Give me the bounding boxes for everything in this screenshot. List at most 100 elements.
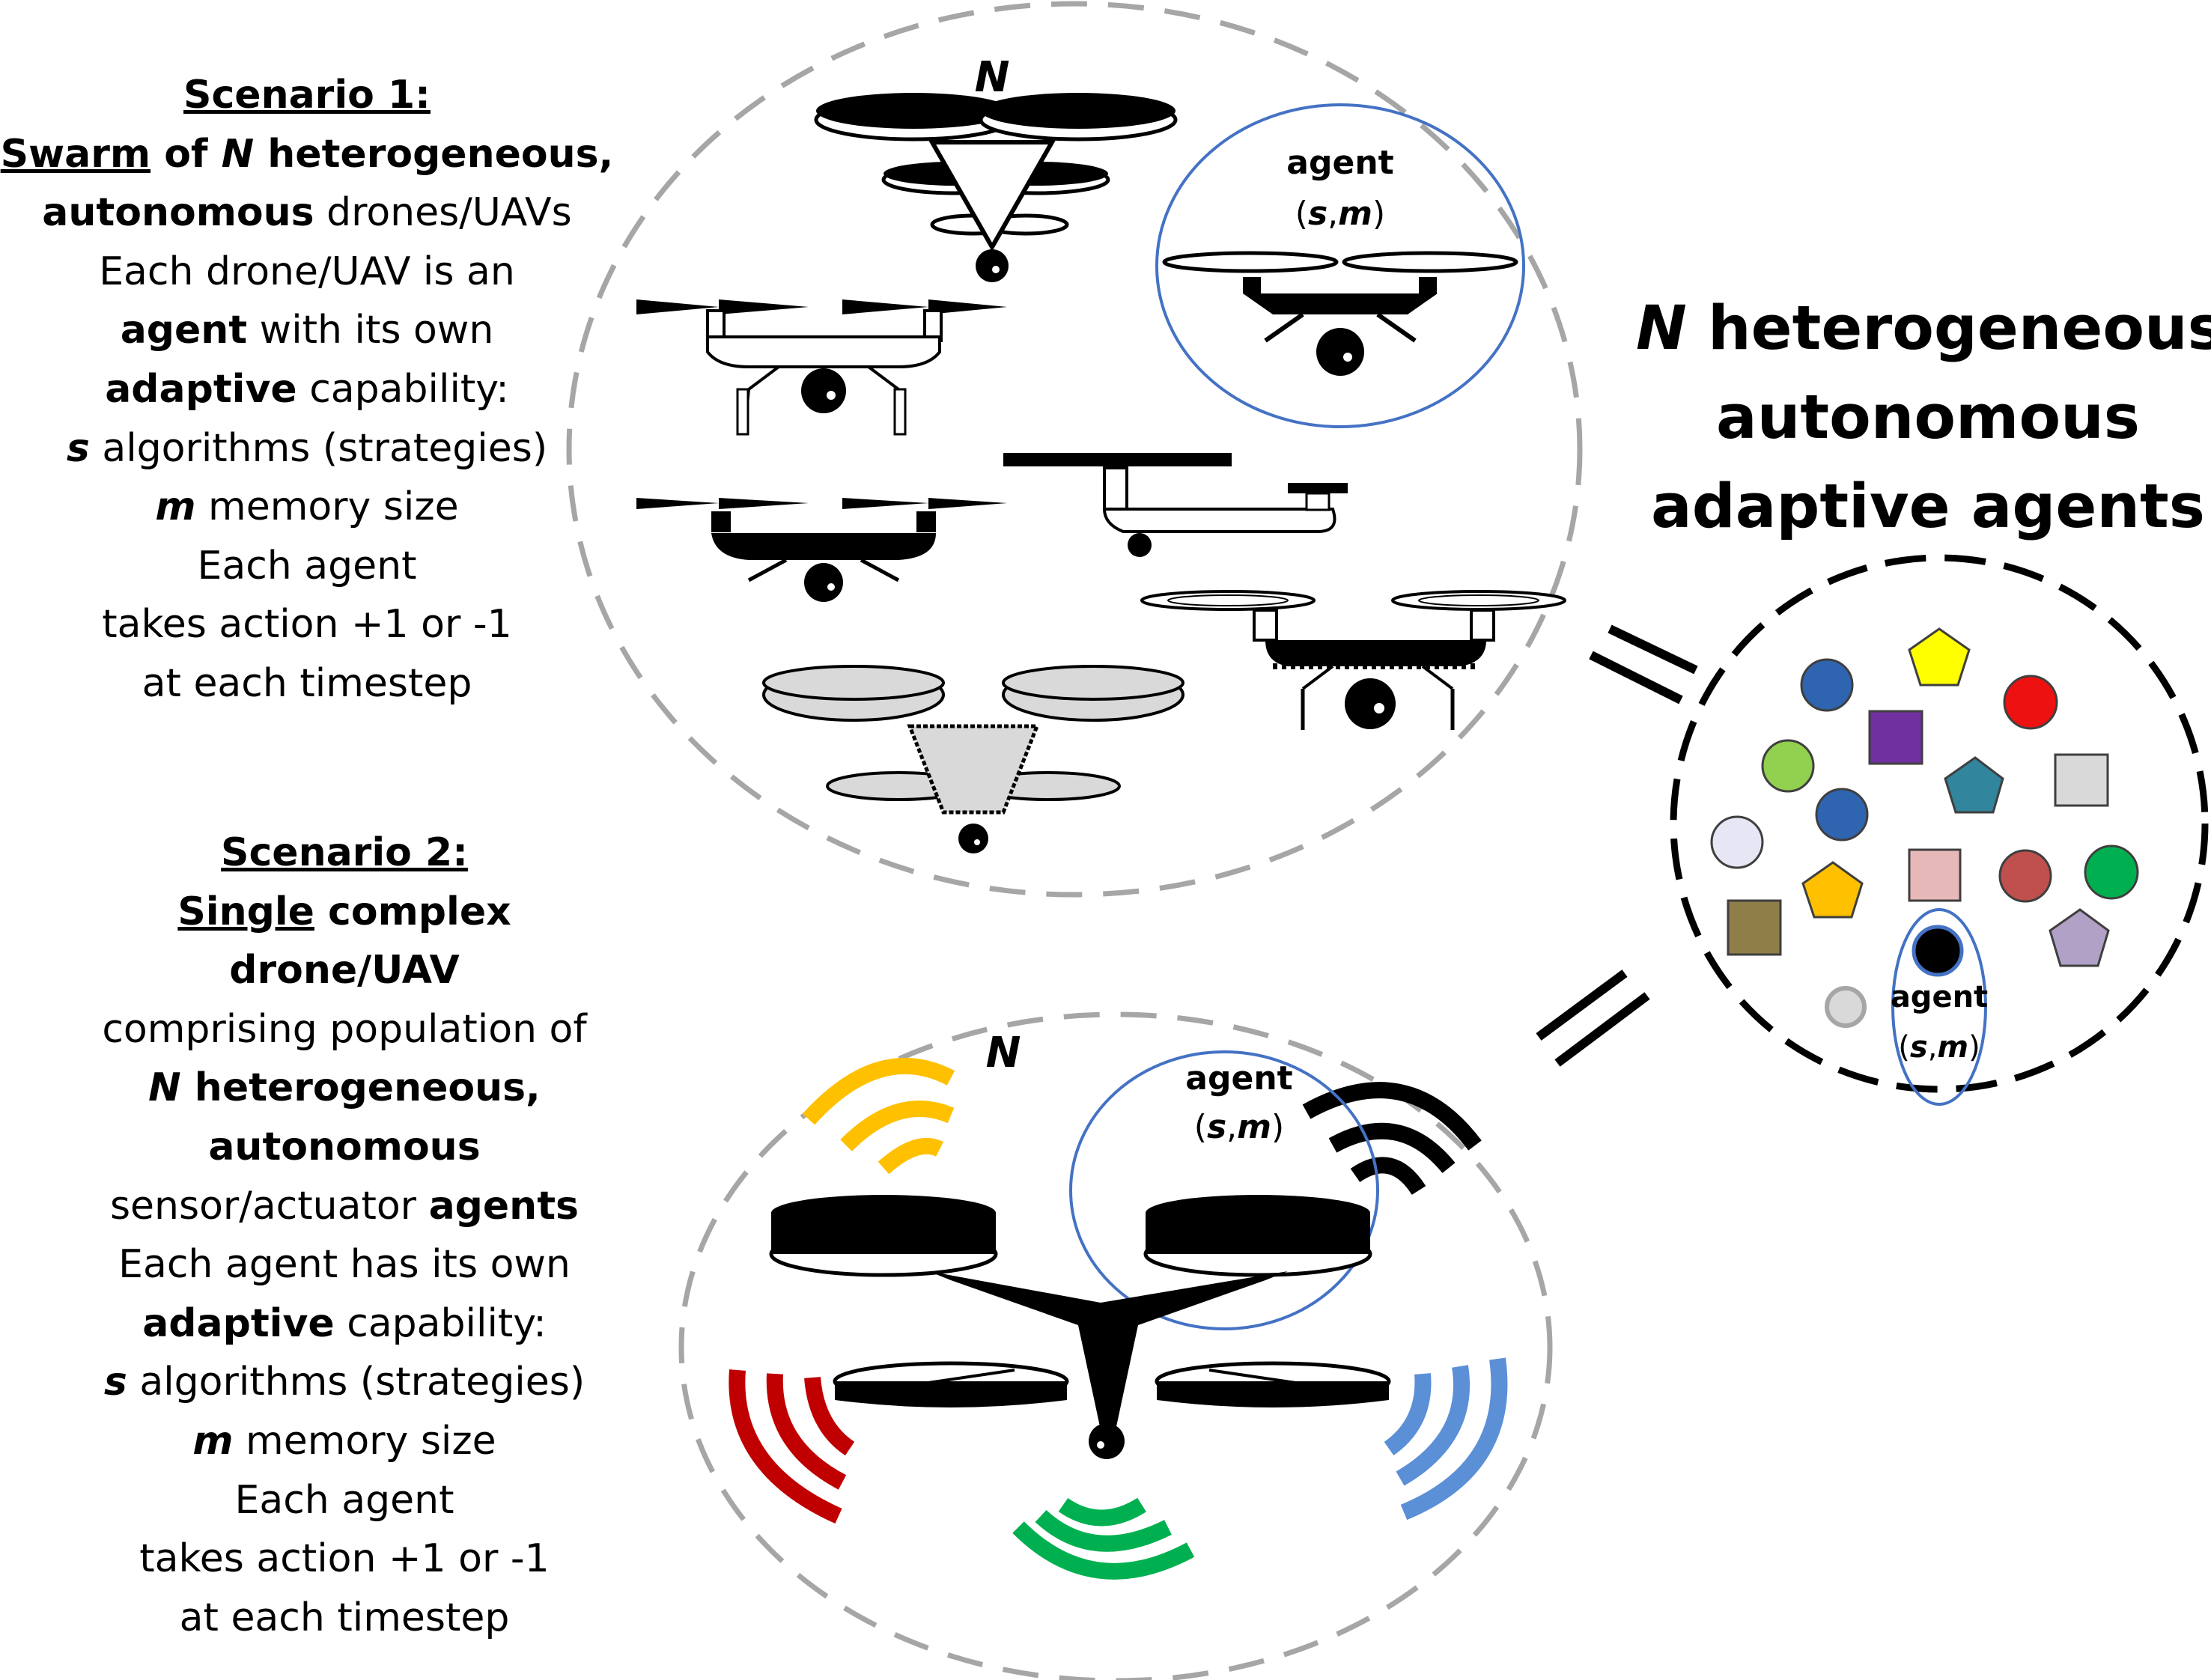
scenario1-dashed-circle [566,1,1583,898]
agent-green-circle [2084,844,2139,900]
drone-c-camera-icon [801,368,846,413]
equals-connector-bottom [1536,970,1650,1067]
scenario1-agent-circle [1155,103,1525,428]
title-heterogeneous: heterogeneous [1686,293,2211,364]
s2-algorithms: algorithms (strategies) [127,1360,586,1405]
s1-adaptive: adaptive [105,366,297,412]
title-adaptive: adaptive agents [1651,472,2205,542]
red-signal-icon [729,1369,855,1524]
s1-capability: capability: [296,366,509,412]
agent-green-circle-light [1761,739,1815,793]
agent-orange-pentagon [1801,861,1864,919]
drone-g-camera-icon [1345,678,1396,729]
scenario1-n-label: N [975,53,1010,102]
agent-darkred-circle [1998,849,2052,903]
drone-f-camera-icon [958,824,988,853]
title-autonomous: autonomous [1716,383,2140,453]
swarm-word: Swarm [0,131,151,177]
drone-e [636,498,1007,602]
agent-black-circle [1912,925,1964,977]
equals-connector-top [1589,624,1698,704]
s2-agents: agents [428,1183,580,1229]
s1-line3: Each drone/UAV is an [99,249,515,294]
s1-autonomous: autonomous [42,190,314,236]
s2-complex: complex [314,889,511,934]
scenario1-heading: Scenario 1: [183,73,431,118]
s1-own: with its own [247,308,494,353]
s2-memory: memory size [233,1418,496,1464]
complex-drone-camera-icon [1089,1423,1125,1459]
black-signal-icon [1302,1082,1482,1196]
drone-e-camera-icon [804,563,843,602]
drone-a [814,93,1178,282]
drone-g [1140,590,1566,730]
scenario2-n-label: N [986,1029,1021,1077]
complex-drone [769,1195,1391,1459]
right-agent-label: agent [1891,980,1988,1014]
drone-a-camera-icon [976,249,1009,282]
s1-line9: takes action +1 or -1 [102,602,512,648]
s2-drone: drone/UAV [229,948,460,993]
s2-line12: takes action +1 or -1 [139,1536,550,1582]
highlight-agent-ellipse [1891,908,1987,1106]
scenario1-text: Scenario 1: Swarm of N heterogeneous, au… [0,66,614,713]
s2-m: m [192,1418,234,1464]
s2-autonomous: autonomous [208,1124,481,1169]
agent-lilac-pentagon [2049,908,2110,967]
s1-memory: memory size [195,484,459,530]
agent-yellow-pentagon [1908,627,1971,687]
s1-line10: at each timestep [142,660,472,706]
agent-olive-square [1727,899,1782,956]
drone-d [1003,453,1348,557]
scenario2-agent-label: agent [1185,1059,1292,1098]
drone-d-camera-icon [1128,533,1152,557]
scenario2-dashed-circle [678,1011,1553,1680]
drone-c [636,299,1007,436]
agent-purple-square [1868,710,1923,765]
agent-shapes [1710,627,2139,1028]
s2-line13: at each timestep [179,1595,510,1640]
yellow-signal-icon [802,1057,955,1175]
green-signal-icon [1012,1497,1195,1580]
agent-lightgray-circle [1825,986,1867,1028]
right-agent-params: (s,m) [1898,1030,1980,1065]
agent-red-circle [2003,675,2058,730]
s1-s: s [66,425,90,471]
agent-pink-square [1908,848,1962,902]
s1-agent: agent [120,308,248,353]
title-n: N [1636,293,1687,364]
agent-drone-b [1162,251,1518,376]
agent-gray-square [2054,753,2109,807]
agent-drone-camera-icon [1316,328,1364,376]
s1-line8: Each agent [197,543,417,588]
agents-dashed-circle [1670,554,2209,1093]
s2-adaptive: adaptive [142,1300,335,1346]
agent-blue-circle-1 [1800,658,1854,712]
s2-sensor: sensor/actuator [109,1183,429,1229]
s2-line11: Each agent [234,1477,454,1523]
agent-lavender-circle [1710,815,1764,869]
single-word: Single [177,889,314,934]
agent-teal-pentagon [1944,756,2004,814]
s1-of: of [150,131,222,177]
drone-f [762,665,1184,853]
s1-m: m [155,484,196,530]
agents-title: N heterogeneous autonomous adaptive agen… [1636,284,2211,552]
scenario2-text: Scenario 2: Single complex drone/UAV com… [0,824,689,1647]
s2-n: N [148,1065,181,1111]
blue-signal-icon [1384,1357,1508,1521]
s2-heterogeneous: heterogeneous, [180,1065,541,1111]
s2-s: s [103,1360,127,1405]
s1-heterogeneous: heterogeneous, [254,131,614,177]
s2-line3: comprising population of [102,1006,587,1052]
agent-blue-circle-2 [1815,788,1869,841]
s1-drones: drones/UAVs [314,190,572,236]
s1-algorithms: algorithms (strategies) [89,425,548,471]
s2-capability: capability: [334,1300,547,1346]
s2-line7: Each agent has its own [118,1242,571,1288]
s1-n: N [221,131,255,177]
scenario2-heading: Scenario 2: [221,830,468,875]
scenario1-agent-label: agent [1286,144,1393,182]
scenario2-agent-circle [1069,1050,1379,1330]
